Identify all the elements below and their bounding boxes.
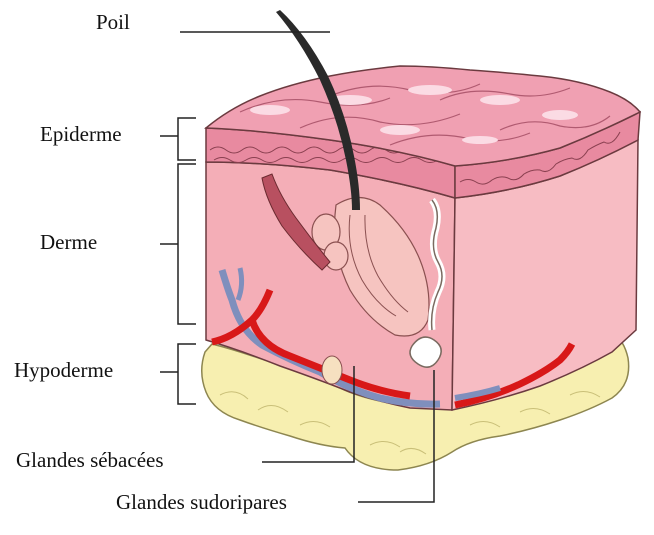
label-poil: Poil — [96, 12, 130, 33]
derme-bracket — [178, 164, 196, 324]
hypoderme-bracket — [178, 344, 196, 404]
label-derme: Derme — [40, 232, 97, 253]
label-glandes-sebacees: Glandes sébacées — [16, 450, 164, 471]
label-hypoderme: Hypoderme — [14, 360, 113, 381]
label-glandes-sudoripares: Glandes sudoripares — [116, 492, 287, 513]
label-epiderme: Epiderme — [40, 124, 122, 145]
epiderme-bracket — [178, 118, 196, 160]
